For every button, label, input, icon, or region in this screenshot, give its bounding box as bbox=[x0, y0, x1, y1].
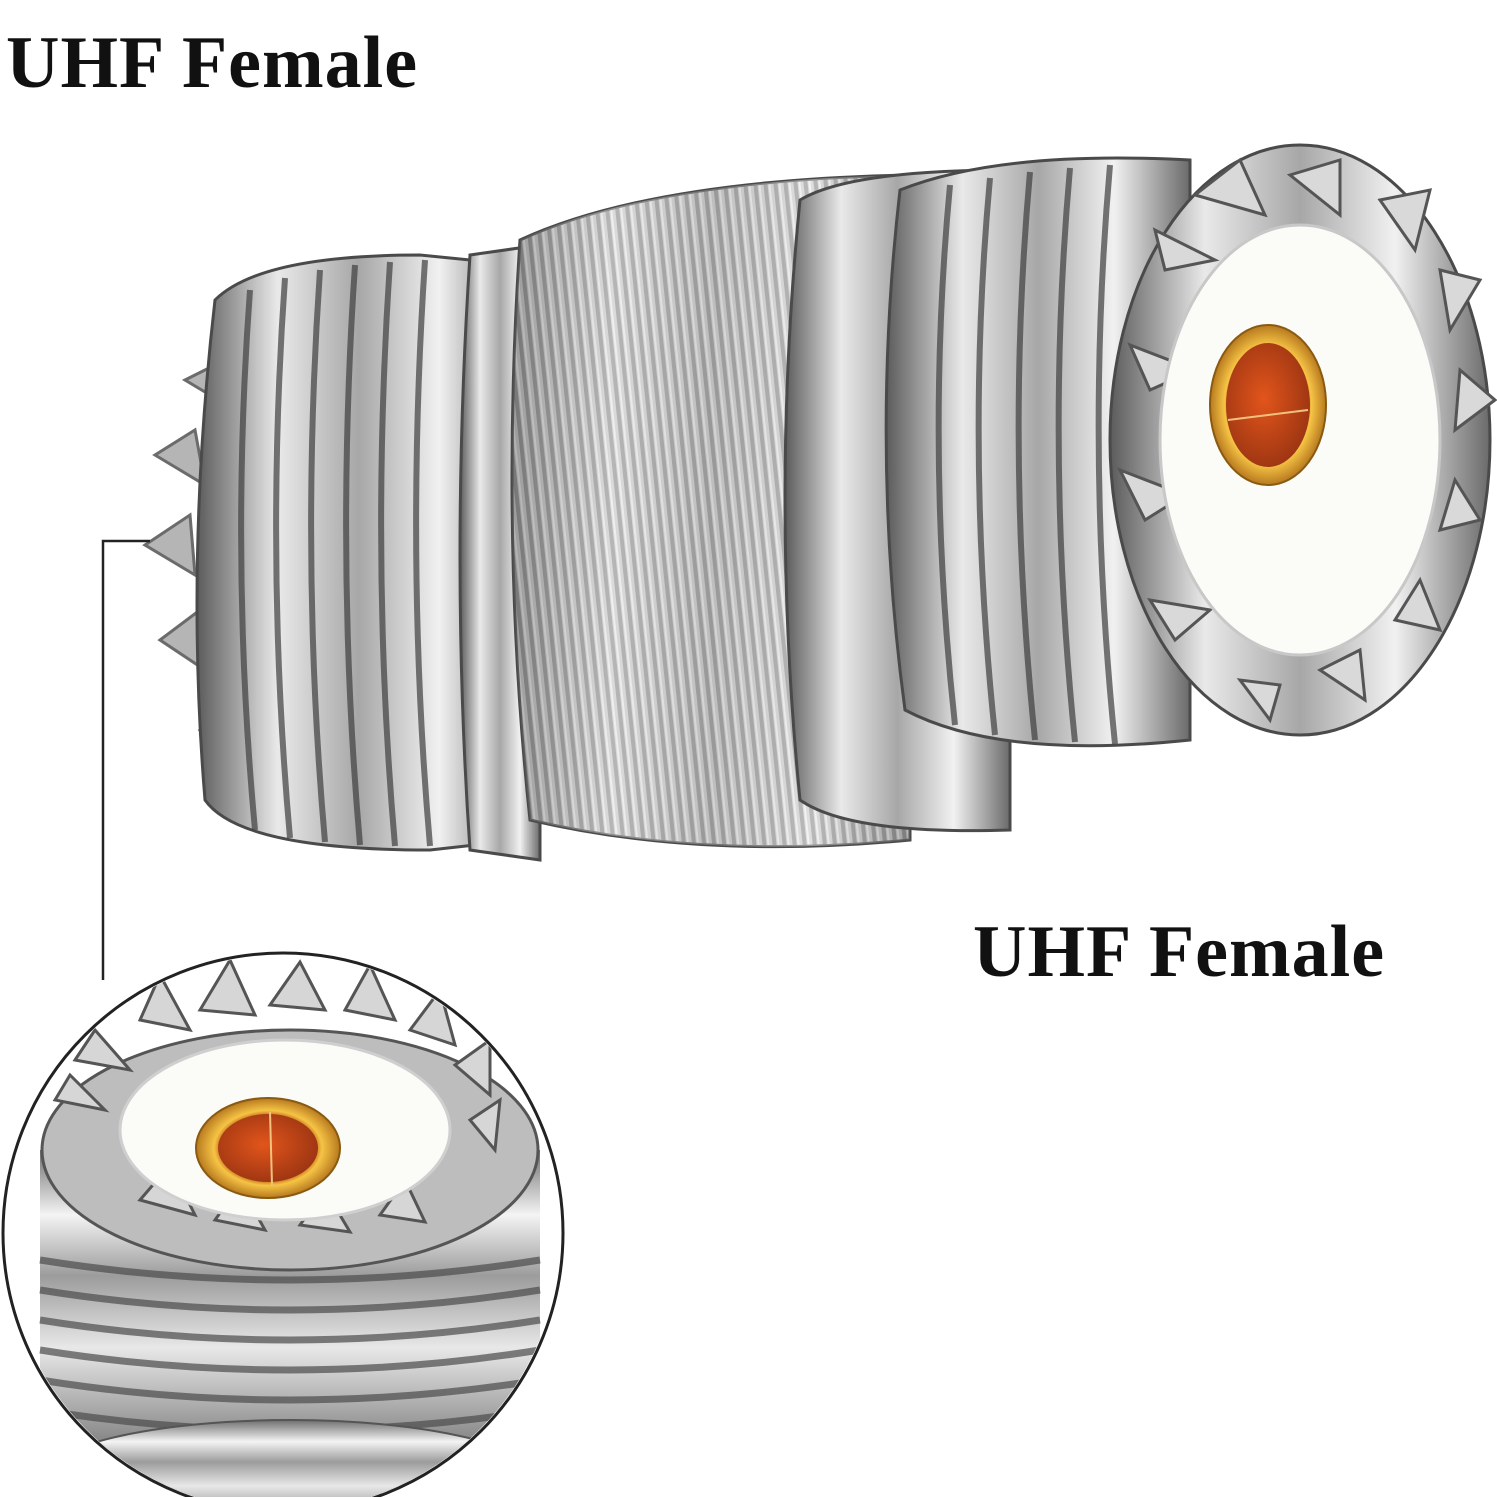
right-contact-core bbox=[1226, 343, 1310, 467]
bottom-right-label: UHF Female bbox=[973, 911, 1386, 993]
zoom-contact-core bbox=[218, 1114, 318, 1182]
right-crown-teeth bbox=[1116, 157, 1497, 724]
right-thread-lines bbox=[935, 164, 1118, 745]
magnified-connector-icon bbox=[39, 956, 541, 1497]
right-threaded-body bbox=[884, 156, 1192, 748]
left-thread-lines bbox=[238, 259, 433, 847]
callout-line bbox=[101, 539, 150, 980]
top-left-label: UHF Female bbox=[6, 22, 419, 104]
zoom-circle bbox=[1, 951, 565, 1497]
connector-icon bbox=[142, 143, 1497, 862]
